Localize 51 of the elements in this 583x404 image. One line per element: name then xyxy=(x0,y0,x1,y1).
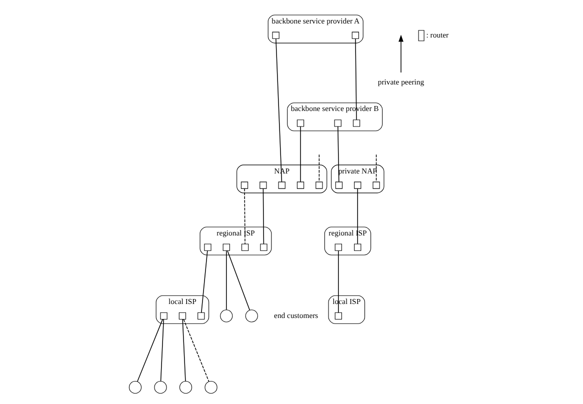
node-box xyxy=(160,312,167,320)
cluster: private NAP xyxy=(330,164,384,194)
connector xyxy=(275,38,282,182)
node-circle xyxy=(178,381,192,394)
node-box xyxy=(296,182,304,189)
node-text: private peering xyxy=(377,78,424,87)
connector xyxy=(160,318,164,382)
node-circle xyxy=(204,381,217,394)
node-box xyxy=(260,244,267,251)
node-circle xyxy=(244,310,258,322)
node-circle xyxy=(154,381,166,394)
node-box xyxy=(334,244,342,251)
connector xyxy=(226,250,250,311)
node-box xyxy=(178,312,186,320)
node-box xyxy=(354,182,361,189)
node-label: end customers xyxy=(274,310,318,320)
node-box xyxy=(372,182,380,189)
connector xyxy=(337,126,339,182)
node-box xyxy=(352,120,360,127)
connector xyxy=(262,188,264,244)
connector xyxy=(182,318,209,382)
node-box xyxy=(334,312,342,320)
cluster: backbone service provider A xyxy=(267,14,363,44)
node-box xyxy=(240,244,248,251)
node-box xyxy=(197,312,204,320)
node-box xyxy=(315,182,322,189)
legend-label: : router xyxy=(426,30,448,40)
node-box xyxy=(351,32,358,39)
node-box xyxy=(278,182,285,189)
node-box xyxy=(240,182,248,189)
node-circle xyxy=(220,310,232,322)
connector xyxy=(182,318,186,382)
node-box xyxy=(334,182,342,189)
node-box xyxy=(204,244,211,251)
node-box xyxy=(222,244,230,251)
connector xyxy=(375,154,376,182)
connector xyxy=(354,38,356,120)
cluster: local ISP xyxy=(155,295,209,324)
node-box xyxy=(272,32,279,39)
connector xyxy=(136,318,163,382)
node-box xyxy=(334,120,341,127)
node-box xyxy=(296,120,304,127)
node-box xyxy=(259,182,266,189)
connector xyxy=(200,250,208,313)
arrow xyxy=(398,34,403,73)
node-circle xyxy=(128,381,142,394)
cluster: regional ISP xyxy=(199,226,272,256)
connector xyxy=(318,154,320,182)
node-box xyxy=(354,244,361,251)
connector xyxy=(356,188,358,244)
connector xyxy=(244,188,245,244)
